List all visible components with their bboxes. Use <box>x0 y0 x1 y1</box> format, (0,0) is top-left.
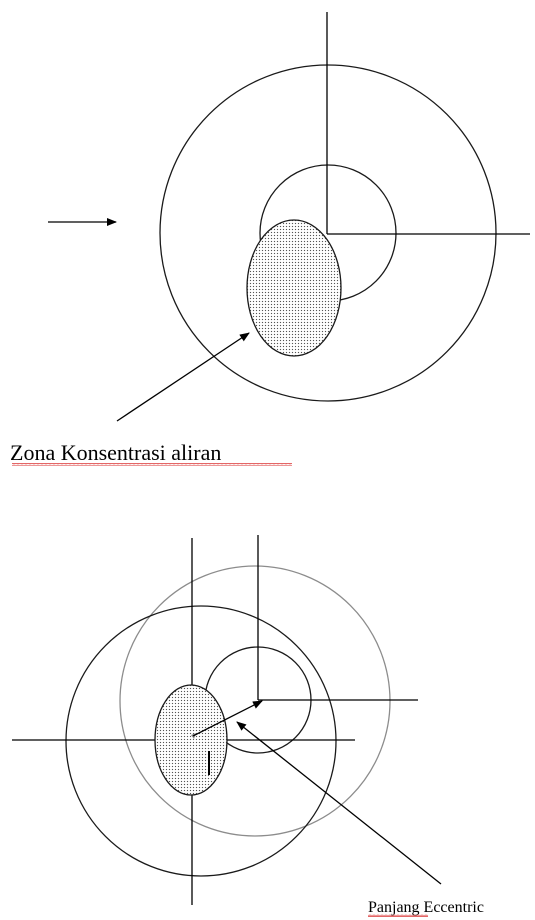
flow-zone-ellipse <box>154 684 228 796</box>
eccentricity-vector <box>192 700 263 737</box>
bottom-diagram: Panjang Eccentric <box>12 535 484 917</box>
original-outer-circle <box>65 605 337 877</box>
top-diagram: Zona Konsentrasi aliran <box>10 12 530 466</box>
spellcheck-underline <box>12 463 292 466</box>
concentration-zone-pointer <box>116 332 250 422</box>
outer-circle <box>159 64 497 402</box>
eccentric-length-label: Panjang Eccentric <box>368 899 484 916</box>
eccentricity-pointer <box>236 721 442 885</box>
spellcheck-underline-bottom <box>368 914 428 917</box>
concentration-zone-ellipse <box>246 219 342 357</box>
shifted-outer-circle <box>119 565 391 837</box>
concentration-zone-label: Zona Konsentrasi aliran <box>10 440 221 465</box>
